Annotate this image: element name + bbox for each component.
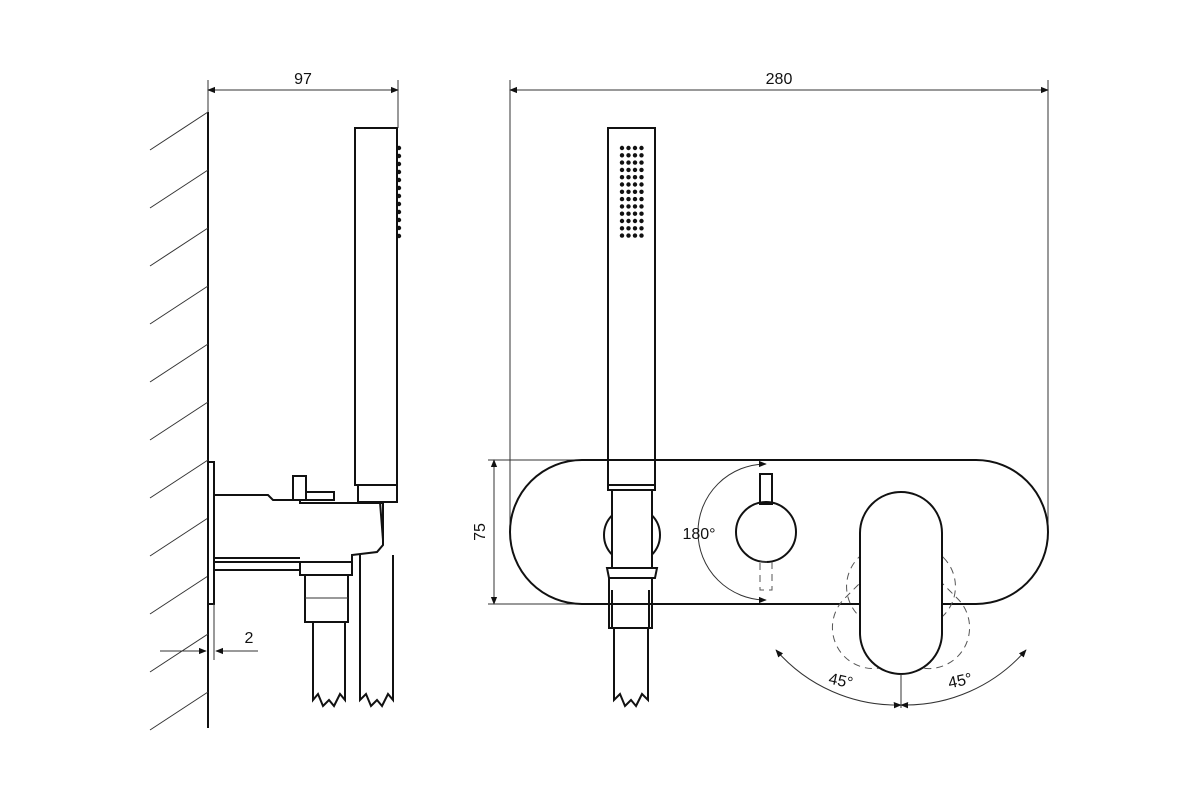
- wall-hatching: [149, 111, 209, 731]
- nozzle-dot: [619, 160, 625, 165]
- nozzle-dot: [632, 226, 638, 231]
- nozzle-dot: [632, 233, 638, 238]
- side-hose-outlet: [299, 562, 353, 576]
- nozzle-dot: [639, 182, 644, 187]
- nozzle-dot: [632, 204, 638, 209]
- nozzle-dot: [626, 153, 631, 158]
- nozzle-dot: [619, 196, 625, 202]
- nozzle-dot: [632, 160, 638, 165]
- dim-side-depth: 97: [294, 71, 312, 88]
- nozzle-dot: [639, 189, 644, 194]
- front-nozzle-grid: [619, 145, 644, 238]
- angle-lever-right: 45°: [947, 671, 974, 693]
- nozzle-dot: [639, 218, 644, 224]
- nozzle-dot: [626, 189, 631, 194]
- nozzle-dot: [626, 233, 631, 238]
- shower-holder: [611, 489, 653, 569]
- diverter-handle: [759, 473, 773, 505]
- side-nozzles: [396, 145, 402, 239]
- angle-lever-left: 45°: [827, 671, 854, 693]
- nozzle-dot: [619, 182, 625, 187]
- front-hand-shower: [607, 127, 656, 486]
- nozzle-dot: [626, 145, 631, 151]
- nozzle-dot: [639, 145, 644, 151]
- nozzle-dot: [619, 211, 625, 216]
- front-hose-outlet: [608, 578, 653, 629]
- nozzle-dot: [626, 167, 631, 173]
- side-view: 97 2: [149, 71, 402, 731]
- side-hose-left: [312, 622, 346, 708]
- nozzle-dot: [639, 204, 644, 209]
- nozzle-dot: [632, 182, 638, 187]
- side-lever: [292, 475, 307, 501]
- nozzle-dot: [626, 204, 631, 209]
- nozzle-dot: [619, 218, 625, 224]
- nozzle-dot: [619, 175, 625, 180]
- nozzle-dot: [619, 145, 625, 151]
- nozzle-dot: [639, 226, 644, 231]
- mixer-lever: [859, 491, 943, 675]
- dim-wall-gap: 2: [245, 630, 254, 647]
- dim-total-width: 280: [766, 71, 793, 88]
- side-hose-right: [359, 555, 394, 708]
- nozzle-dot: [639, 211, 644, 216]
- nozzle-dot: [632, 167, 638, 173]
- nozzle-dot: [639, 160, 644, 165]
- angle-diverter-rotation: 180°: [682, 526, 715, 543]
- lever-angle-arc-left: [775, 649, 902, 709]
- front-hose: [613, 628, 649, 708]
- nozzle-dot: [639, 175, 644, 180]
- nozzle-dot: [639, 167, 644, 173]
- nozzle-dot: [639, 196, 644, 202]
- nozzle-dot: [632, 218, 638, 224]
- diverter-knob: [735, 501, 797, 563]
- nozzle-dot: [632, 211, 638, 216]
- nozzle-dot: [639, 153, 644, 158]
- nozzle-dot: [632, 153, 638, 158]
- diverter-rotation-arc: [697, 460, 767, 604]
- nozzle-dot: [632, 175, 638, 180]
- nozzle-dot: [626, 211, 631, 216]
- nozzle-dot: [632, 145, 638, 151]
- nozzle-dot: [626, 182, 631, 187]
- nozzle-dot: [626, 226, 631, 231]
- nozzle-dot: [619, 153, 625, 158]
- nozzle-dot: [632, 189, 638, 194]
- front-view: 280 75 180° 45°: [472, 71, 1049, 709]
- nozzle-dot: [626, 175, 631, 180]
- nozzle-dot: [626, 160, 631, 165]
- nozzle-dot: [619, 226, 625, 231]
- nozzle-dot: [619, 189, 625, 194]
- side-hand-shower: [354, 127, 398, 486]
- nozzle-dot: [619, 233, 625, 238]
- nozzle-dot: [639, 233, 644, 238]
- diverter-handle-rotated: [759, 561, 773, 591]
- nozzle-dot: [626, 218, 631, 224]
- nozzle-dot: [626, 196, 631, 202]
- nozzle-dot: [619, 204, 625, 209]
- lever-angle-arc-right: [900, 649, 1027, 709]
- nozzle-dot: [632, 196, 638, 202]
- nozzle-dot: [619, 167, 625, 173]
- front-cover-plate: [509, 459, 1049, 605]
- side-body: [213, 494, 384, 563]
- dim-plate-height: 75: [472, 523, 489, 541]
